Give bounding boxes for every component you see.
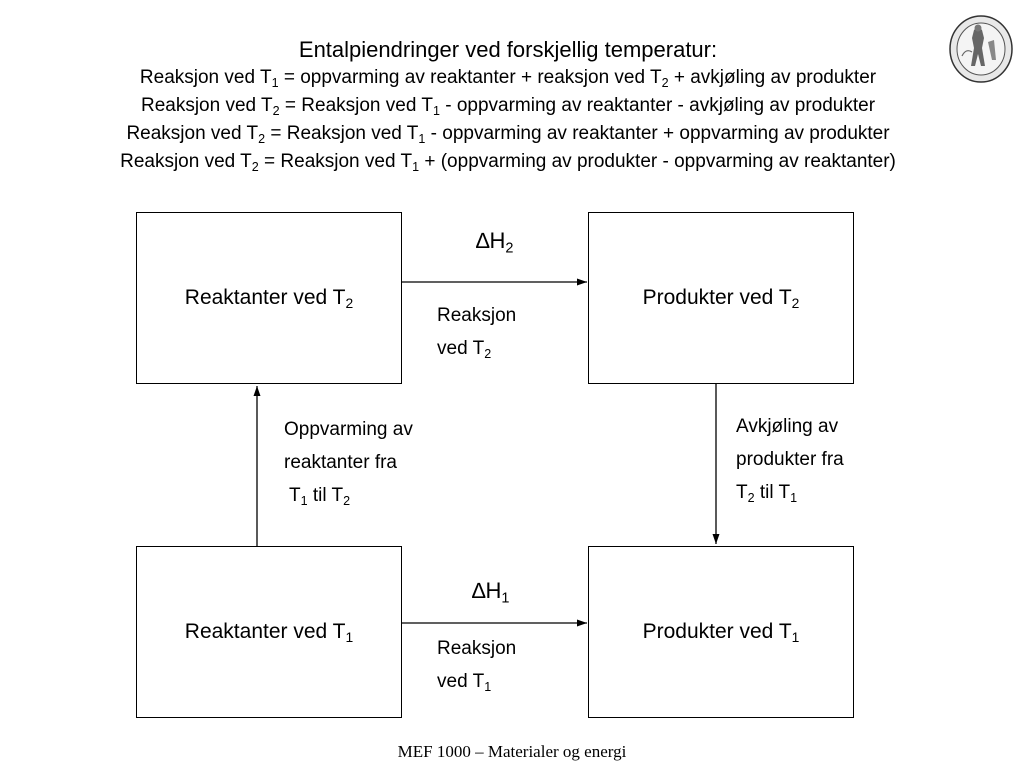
box-products-t2: Produkter ved T2: [588, 212, 854, 384]
equation-line: Reaksjon ved T2 = Reaksjon ved T1 - oppv…: [126, 123, 890, 146]
box-reactants-t1: Reaktanter ved T1: [136, 546, 402, 718]
slide-title: Entalpiendringer ved forskjellig tempera…: [298, 37, 718, 62]
equation-lines: Reaksjon ved T1 = oppvarming av reaktant…: [0, 64, 1016, 176]
box-products-t2-label: Produkter ved T2: [642, 286, 800, 312]
box-reactants-t2: Reaktanter ved T2: [136, 212, 402, 384]
header: Entalpiendringer ved forskjellig tempera…: [0, 36, 1016, 176]
reaction-t1-label: Reaksjon ved T1: [437, 638, 517, 694]
box-products-t1-label: Produkter ved T1: [642, 620, 800, 646]
delta-h1-label: ∆H1: [472, 578, 510, 607]
box-reactants-t1-label: Reaktanter ved T1: [184, 620, 354, 646]
delta-h2-label: ∆H2: [476, 228, 514, 257]
university-seal-icon: [949, 15, 1013, 83]
equation-line: Reaksjon ved T2 = Reaksjon ved T1 - oppv…: [140, 95, 876, 118]
equation-line: Reaksjon ved T1 = oppvarming av reaktant…: [139, 67, 877, 90]
heating-reactants-label: Oppvarming av reaktanter fra T1 til T2: [284, 419, 413, 508]
box-reactants-t2-label: Reaktanter ved T2: [184, 286, 354, 312]
equation-line: Reaksjon ved T2 = Reaksjon ved T1 + (opp…: [120, 151, 896, 174]
reaction-t2-label: Reaksjon ved T2: [437, 305, 517, 361]
footer-course-label: MEF 1000 – Materialer og energi: [397, 742, 627, 761]
cooling-products-label: Avkjøling av produkter fra T2 til T1: [736, 416, 844, 505]
box-products-t1: Produkter ved T1: [588, 546, 854, 718]
